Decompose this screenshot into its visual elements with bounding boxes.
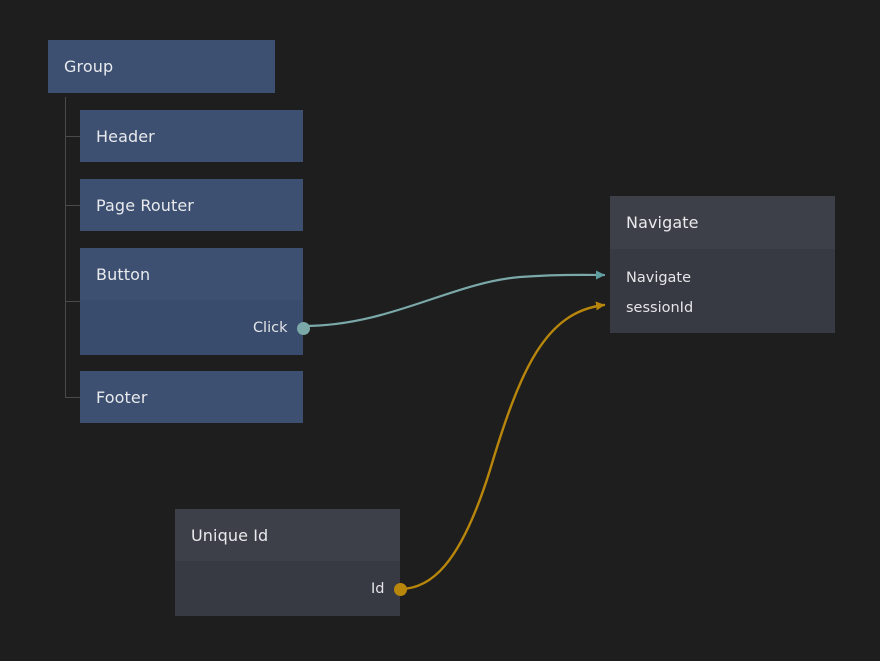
node-navigate-body: Navigate sessionId — [610, 249, 835, 333]
node-button[interactable]: Button Click — [80, 248, 310, 355]
tree-stub-header — [65, 136, 80, 137]
port-navigate-sessionid-in-label: sessionId — [626, 300, 694, 316]
node-unique-id-body: Id — [175, 561, 407, 616]
node-group-header[interactable]: Group — [48, 40, 275, 93]
node-header-component-header[interactable]: Header — [80, 110, 303, 162]
port-unique-id-out-dot[interactable] — [393, 582, 407, 596]
node-unique-id-title: Unique Id — [191, 525, 269, 545]
node-group-title: Group — [64, 57, 114, 76]
node-button-title: Button — [96, 264, 151, 284]
node-navigate-title: Navigate — [626, 213, 699, 232]
node-header-component[interactable]: Header — [80, 110, 303, 162]
port-navigate-exec-in[interactable]: Navigate — [626, 268, 691, 288]
node-footer-header[interactable]: Footer — [80, 371, 303, 423]
node-button-body: Click — [80, 300, 310, 355]
tree-stub-footer — [65, 397, 80, 398]
node-navigate-header[interactable]: Navigate — [610, 196, 835, 249]
node-footer[interactable]: Footer — [80, 371, 303, 423]
port-button-click-dot[interactable] — [296, 321, 310, 335]
tree-trunk-line — [65, 97, 66, 397]
port-button-click[interactable]: Click — [252, 318, 310, 338]
port-navigate-sessionid-in[interactable]: sessionId — [626, 298, 693, 318]
port-navigate-exec-in-label: Navigate — [626, 270, 692, 286]
edge-click-to-navigate — [301, 270, 606, 328]
node-footer-title: Footer — [96, 387, 148, 407]
node-unique-id-header[interactable]: Unique Id — [175, 509, 400, 561]
node-page-router[interactable]: Page Router — [80, 179, 303, 231]
node-header-component-title: Header — [96, 126, 155, 146]
node-button-header[interactable]: Button — [80, 248, 303, 300]
port-unique-id-out-label: Id — [371, 581, 385, 597]
node-navigate[interactable]: Navigate Navigate sessionId — [610, 196, 835, 333]
node-unique-id[interactable]: Unique Id Id — [175, 509, 407, 616]
node-page-router-title: Page Router — [96, 195, 194, 215]
tree-stub-page-router — [65, 205, 80, 206]
port-button-click-label: Click — [252, 320, 288, 336]
port-unique-id-out[interactable]: Id — [371, 579, 407, 599]
edge-id-to-sessionid — [398, 301, 606, 591]
tree-stub-button — [65, 301, 80, 302]
node-group[interactable]: Group — [48, 40, 275, 93]
node-page-router-header[interactable]: Page Router — [80, 179, 303, 231]
